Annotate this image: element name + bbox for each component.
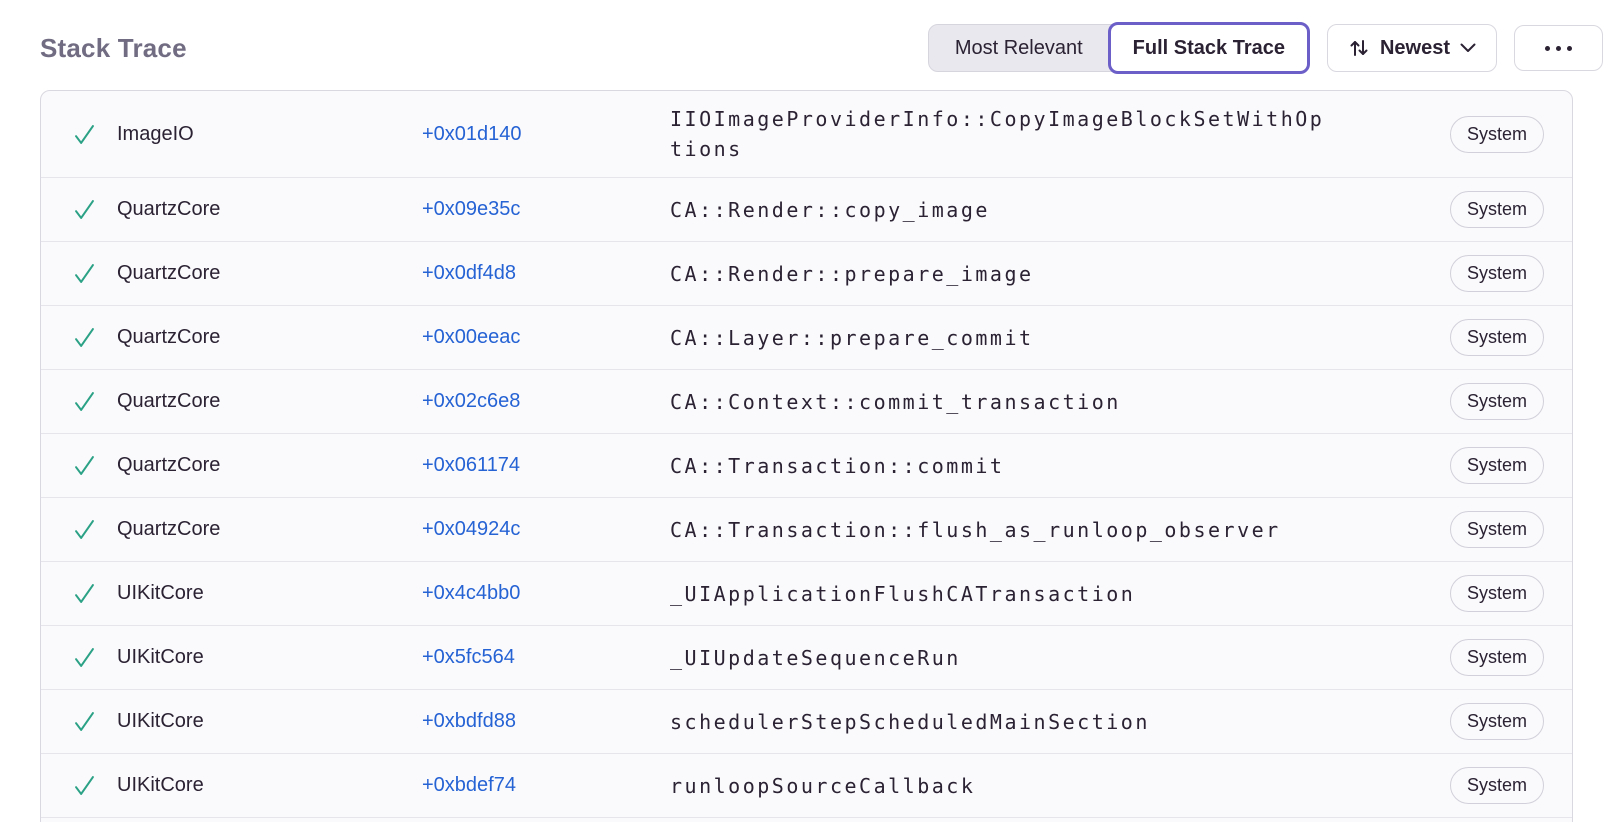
frame-module: QuartzCore	[117, 326, 221, 348]
checkmark-icon	[71, 388, 117, 415]
frame-function: _UIApplicationFlushCATransaction	[670, 581, 1136, 606]
frame-offset-link[interactable]: +0x00eeac	[422, 326, 521, 348]
system-badge: System	[1449, 255, 1544, 292]
stack-frame-row[interactable]: UIKitCore +0x5fc564 _UIUpdateSequenceRun…	[41, 625, 1572, 689]
frame-offset-link[interactable]: +0xbdef74	[422, 774, 516, 796]
stack-frame-row[interactable]: QuartzCore +0x02c6e8 CA::Context::commit…	[41, 369, 1572, 433]
frame-offset-link[interactable]: +0x02c6e8	[422, 390, 521, 412]
checkmark-icon	[71, 580, 117, 607]
stack-frame-row[interactable]: QuartzCore +0x0df4d8 CA::Render::prepare…	[41, 241, 1572, 305]
frame-module: UIKitCore	[117, 646, 204, 668]
stack-trace-table: ImageIO +0x01d140 IIOImageProviderInfo::…	[40, 90, 1573, 822]
frame-function: CA::Context::commit_transaction	[670, 389, 1121, 414]
frame-offset-link[interactable]: +0x04924c	[422, 518, 521, 540]
frame-module: UIKitCore	[117, 582, 204, 604]
chevron-down-icon	[1460, 43, 1476, 53]
page-title: Stack Trace	[40, 32, 187, 63]
stack-trace-header: Stack Trace Most Relevant Full Stack Tra…	[0, 0, 1614, 90]
checkmark-icon	[71, 121, 117, 148]
frame-function: CA::Layer::prepare_commit	[670, 325, 1034, 350]
checkmark-icon	[71, 772, 117, 799]
stack-frame-row[interactable]: UIKitCore +0xbdfd88 schedulerStepSchedul…	[41, 689, 1572, 753]
frame-module: QuartzCore	[117, 390, 221, 412]
sort-arrows-icon	[1348, 37, 1370, 59]
frame-module: UIKitCore	[117, 774, 204, 796]
frame-offset-link[interactable]: +0x4c4bb0	[422, 582, 521, 604]
system-badge: System	[1449, 447, 1544, 484]
system-badge: System	[1449, 383, 1544, 420]
checkmark-icon	[71, 196, 117, 223]
frame-module: ImageIO	[117, 122, 194, 145]
system-badge: System	[1449, 703, 1544, 740]
stack-frame-row[interactable]: QuartzCore +0x061174 CA::Transaction::co…	[41, 433, 1572, 497]
frame-offset-link[interactable]: +0x01d140	[422, 122, 522, 145]
frame-module: QuartzCore	[117, 262, 221, 284]
frame-function: CA::Render::prepare_image	[670, 261, 1034, 286]
stack-frame-row[interactable]: ImageIO +0x01d140 IIOImageProviderInfo::…	[41, 91, 1572, 177]
ellipsis-icon	[1545, 45, 1550, 51]
system-badge: System	[1449, 639, 1544, 676]
checkmark-icon	[71, 516, 117, 543]
frame-offset-link[interactable]: +0x09e35c	[422, 198, 521, 220]
system-badge: System	[1449, 767, 1544, 804]
full-stack-trace-button[interactable]: Full Stack Trace	[1107, 22, 1310, 74]
frame-function: schedulerStepScheduledMainSection	[670, 709, 1150, 734]
stack-frame-row[interactable]: QuartzCore +0x00eeac CA::Layer::prepare_…	[41, 305, 1572, 369]
frame-function: CA::Transaction::commit	[670, 453, 1005, 478]
more-options-button[interactable]	[1514, 25, 1603, 71]
stack-frame-row[interactable]: QuartzCore +0x09e35c CA::Render::copy_im…	[41, 177, 1572, 241]
system-badge: System	[1449, 319, 1544, 356]
frame-offset-link[interactable]: +0xbdfd88	[422, 710, 516, 732]
frame-function: CA::Transaction::flush_as_runloop_observ…	[670, 517, 1281, 542]
checkmark-icon	[71, 708, 117, 735]
header-controls: Most Relevant Full Stack Trace Newest	[927, 22, 1603, 74]
system-badge: System	[1449, 115, 1544, 153]
frame-function: runloopSourceCallback	[670, 773, 976, 798]
frame-module: QuartzCore	[117, 198, 221, 220]
checkmark-icon	[71, 452, 117, 479]
sort-newest-button[interactable]: Newest	[1326, 24, 1497, 72]
sort-selected-label: Newest	[1379, 36, 1450, 59]
frame-offset-link[interactable]: +0x0df4d8	[422, 262, 516, 284]
stack-frame-row[interactable]: UIKitCore +0xbdef74 runloopSourceCallbac…	[41, 753, 1572, 817]
frame-function: CA::Render::copy_image	[670, 197, 990, 222]
frame-function: _UIUpdateSequenceRun	[670, 645, 961, 670]
frame-module: QuartzCore	[117, 454, 221, 476]
system-badge: System	[1449, 511, 1544, 548]
checkmark-icon	[71, 644, 117, 671]
frame-module: UIKitCore	[117, 710, 204, 732]
checkmark-icon	[71, 260, 117, 287]
frame-function: IIOImageProviderInfo::CopyImageBlockSetW…	[670, 107, 1325, 161]
system-badge: System	[1449, 575, 1544, 612]
clipped-next-row	[41, 817, 1572, 822]
most-relevant-button[interactable]: Most Relevant	[929, 24, 1109, 72]
checkmark-icon	[71, 324, 117, 351]
stack-trace-view-toggle: Most Relevant Full Stack Trace	[927, 22, 1310, 74]
frame-module: QuartzCore	[117, 518, 221, 540]
system-badge: System	[1449, 191, 1544, 228]
frame-offset-link[interactable]: +0x061174	[422, 454, 521, 476]
stack-frame-row[interactable]: QuartzCore +0x04924c CA::Transaction::fl…	[41, 497, 1572, 561]
frame-offset-link[interactable]: +0x5fc564	[422, 646, 515, 668]
stack-frame-row[interactable]: UIKitCore +0x4c4bb0 _UIApplicationFlushC…	[41, 561, 1572, 625]
